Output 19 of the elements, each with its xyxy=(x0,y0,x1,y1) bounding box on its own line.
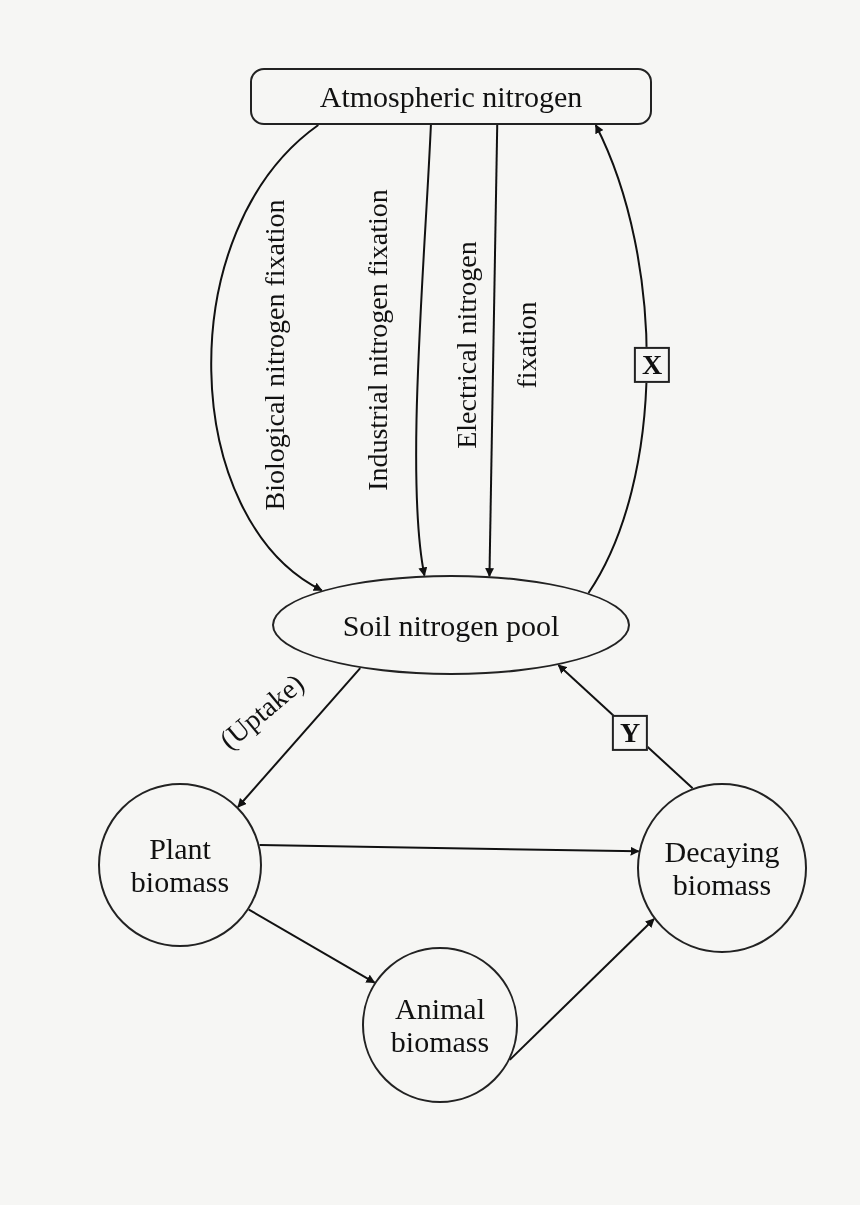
node-label: Soil nitrogen pool xyxy=(341,608,561,642)
node-label: Decaying biomass xyxy=(663,835,781,901)
edge-label: Industrial nitrogen fixation xyxy=(361,189,394,491)
node-label: Atmospheric nitrogen xyxy=(318,80,584,113)
arrow xyxy=(485,124,499,578)
boxed-edge-label: Y xyxy=(611,714,649,752)
edge-label: Electrical nitrogen fixation xyxy=(450,240,543,451)
arrow xyxy=(237,667,362,808)
arrow xyxy=(258,844,640,856)
rounded-box xyxy=(250,68,652,125)
arrow xyxy=(210,124,323,592)
boxed-edge-label: X xyxy=(633,346,671,384)
node-label: Animal biomass xyxy=(389,992,491,1058)
arrow xyxy=(415,124,432,577)
node-label: Plant biomass xyxy=(129,832,231,898)
arrow xyxy=(247,908,376,984)
arrow xyxy=(587,124,648,594)
arrow xyxy=(508,918,655,1061)
edge-label: Biological nitrogen fixation xyxy=(258,199,291,511)
